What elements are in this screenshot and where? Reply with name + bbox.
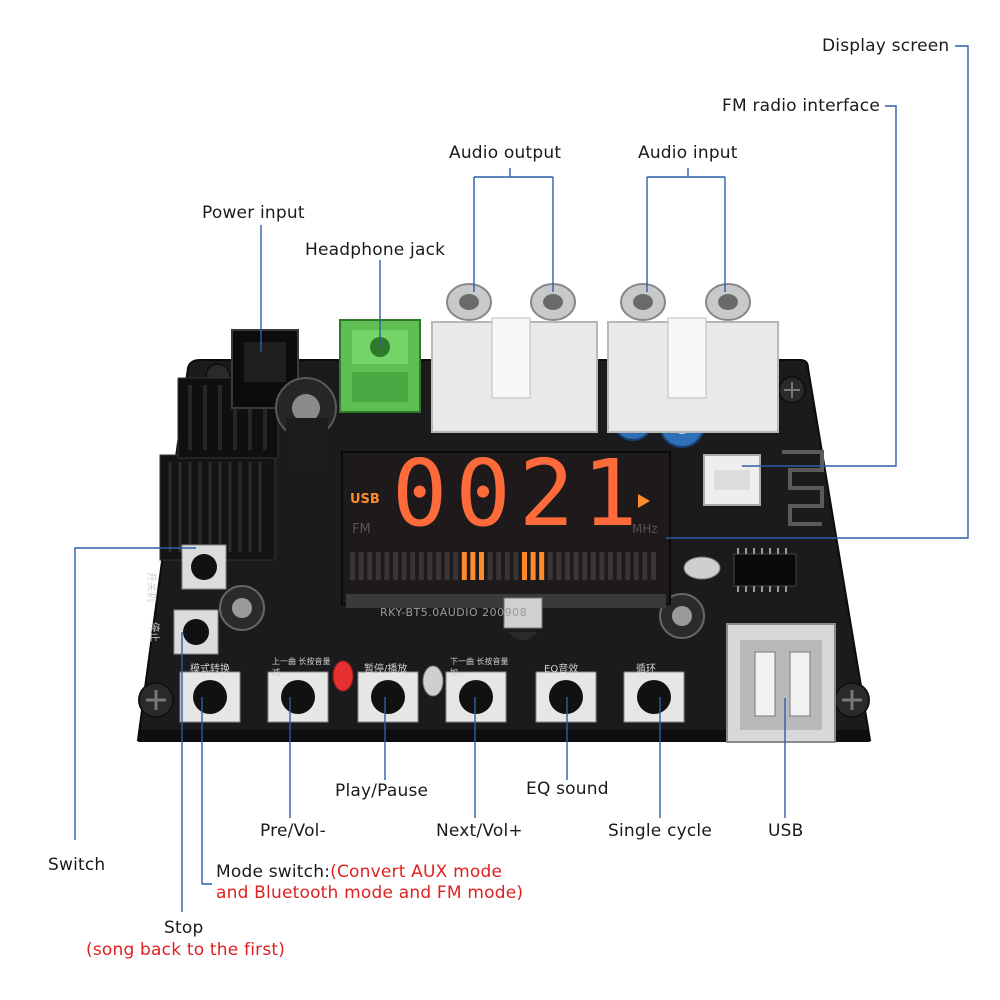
label-eq-sound: EQ sound (526, 779, 609, 799)
display-fm-tag: FM (352, 522, 371, 537)
display-bar-segment (642, 552, 648, 580)
display-bar-segment (651, 552, 656, 580)
label-headphone-jack: Headphone jack (305, 240, 446, 260)
tactile-buttons (173, 544, 685, 723)
display-bar-segment (599, 552, 605, 580)
label-usb: USB (768, 821, 804, 841)
display-usb-tag: USB (350, 492, 380, 507)
label-audio-input: Audio input (638, 143, 738, 163)
bluetooth-antenna (782, 450, 824, 526)
display-bar-segment (375, 552, 381, 580)
display-bar-segment (436, 552, 441, 580)
display-bar-segment (479, 552, 484, 580)
rca-output-block (431, 283, 598, 433)
display-model-text: RKY-BT5.0AUDIO 200908 (380, 606, 528, 619)
label-stop-note: (song back to the first) (86, 940, 286, 960)
rca-input-block (607, 283, 779, 433)
display-bar-segment (367, 552, 373, 580)
display-bar-segment (453, 552, 459, 580)
display-bar-segment (582, 552, 588, 580)
display-bar-segment (358, 552, 364, 580)
display-bar-segment (393, 552, 398, 580)
mode-switch-note-2: and Bluetooth mode and FM mode) (216, 883, 524, 903)
silk-power-switch: 开关机 (145, 572, 156, 602)
display-bar-segment (461, 552, 467, 580)
display-bar-segment (470, 552, 476, 580)
display-bar-segment (427, 552, 433, 580)
display-bar-segment (556, 552, 562, 580)
display-bar-segment (350, 552, 355, 580)
display-bar-segment (530, 552, 536, 580)
label-next-vol: Next/Vol+ (436, 821, 523, 841)
label-pre-vol: Pre/Vol- (260, 821, 326, 841)
silk-loop: 循环 (636, 664, 656, 675)
display-bar-segment (625, 552, 631, 580)
label-audio-output: Audio output (449, 143, 562, 163)
mode-switch-note-1: (Convert AUX mode (330, 862, 503, 882)
indicator-leds (332, 660, 444, 697)
heatsink (159, 377, 279, 561)
label-switch: Switch (48, 855, 106, 875)
play-triangle-icon (638, 494, 650, 508)
mode-switch-prefix: Mode switch: (216, 862, 331, 882)
display-bar-segment (522, 552, 527, 580)
display-bar-segment (401, 552, 407, 580)
label-play-pause: Play/Pause (335, 781, 429, 801)
display-bar-segment (616, 552, 622, 580)
silk-next: 下一曲 长按音量加 (450, 657, 509, 677)
label-display-screen: Display screen (822, 36, 950, 56)
fm-connector (703, 454, 761, 506)
silk-mode: 模式转换 (190, 664, 230, 675)
silk-prev: 上一曲 长按音量减 (272, 657, 331, 677)
display-bar-segment (418, 552, 424, 580)
label-stop: Stop (164, 918, 204, 938)
display-bar-segment (384, 552, 390, 580)
label-power-input: Power input (202, 203, 305, 223)
silk-stop: 停止 (148, 622, 159, 642)
display-bar-segment (504, 552, 510, 580)
display-bargraph (350, 552, 656, 580)
silk-eq: EQ音效 (544, 664, 579, 675)
ir-receiver (503, 597, 543, 640)
display-bar-segment (608, 552, 613, 580)
label-single-cycle: Single cycle (608, 821, 713, 841)
usb-port (726, 623, 836, 743)
display-bar-segment (410, 552, 416, 580)
display-bar-segment (513, 552, 519, 580)
display-bar-segment (487, 552, 493, 580)
display-bar-segment (496, 552, 502, 580)
label-mode-switch: Mode switch:(Convert AUX mode (216, 862, 502, 882)
display-time: 0021 (392, 440, 646, 547)
silk-play: 暂停/播放 (364, 664, 408, 675)
headphone-jack (339, 319, 421, 413)
display-bar-segment (565, 552, 570, 580)
display-bar-segment (547, 552, 553, 580)
display-bar-segment (633, 552, 639, 580)
display-bar-segment (573, 552, 579, 580)
ic-chip (683, 548, 797, 592)
label-fm-radio-interface: FM radio interface (722, 96, 880, 116)
display-bar-segment (539, 552, 545, 580)
display-bar-segment (444, 552, 450, 580)
display-mhz-tag: MHz (632, 522, 658, 536)
display-bar-segment (590, 552, 596, 580)
leader-lines (74, 45, 969, 912)
